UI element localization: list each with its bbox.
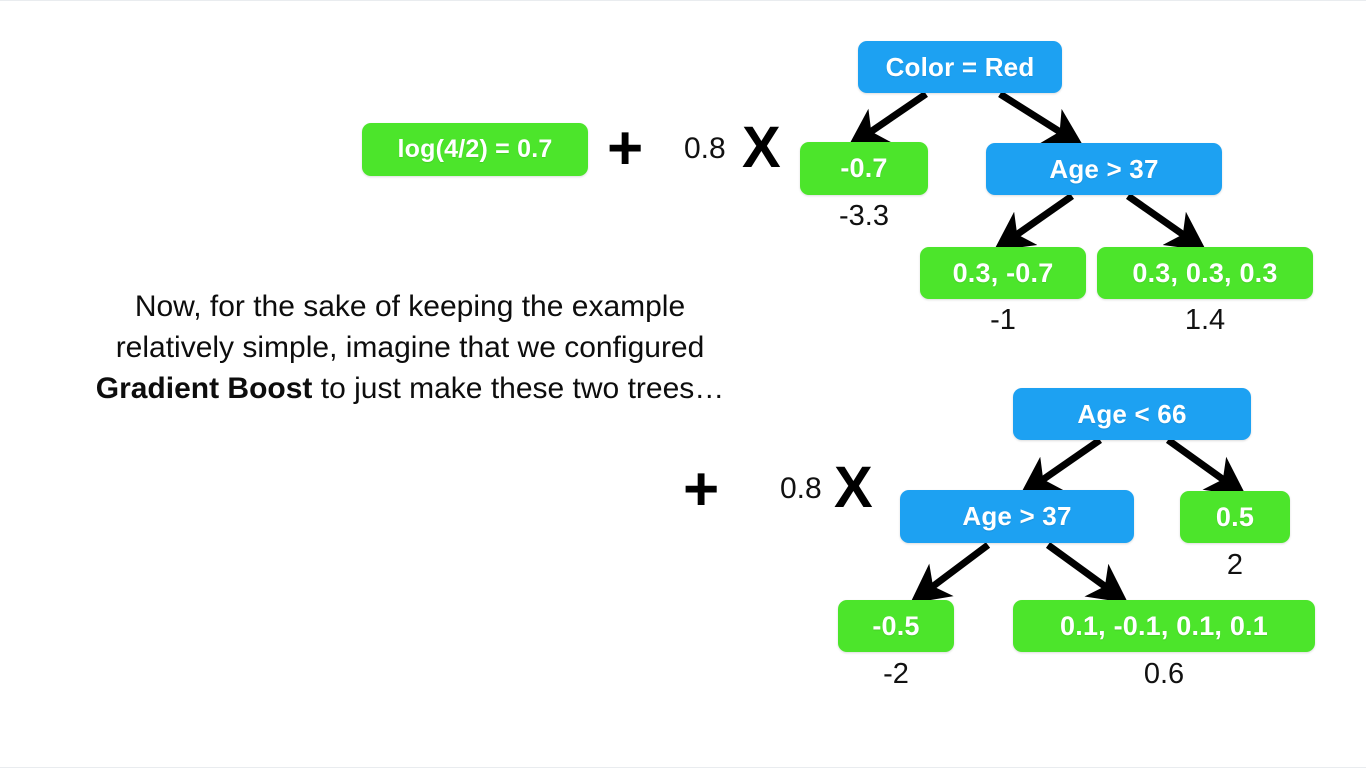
tree1-internal-label: Age > 37 bbox=[1049, 153, 1159, 184]
tree1-leaf-right: 0.3, 0.3, 0.3 bbox=[1097, 247, 1313, 299]
plus-operator-2: + bbox=[683, 455, 720, 524]
learning-rate-1: 0.8 bbox=[684, 132, 726, 165]
body-text-line-3-rest: to just make these two trees… bbox=[312, 372, 725, 405]
tree2-leaf-left: -0.5 bbox=[838, 600, 954, 652]
tree1-leaf-left: -0.7 bbox=[800, 142, 928, 195]
learning-rate-2: 0.8 bbox=[780, 472, 822, 505]
tree1-leaf-left-value: -3.3 bbox=[839, 200, 889, 232]
tree2-leaf-mid: 0.1, -0.1, 0.1, 0.1 bbox=[1013, 600, 1315, 652]
tree2-leaf-right: 0.5 bbox=[1180, 491, 1290, 543]
body-text-line-1: Now, for the sake of keeping the example bbox=[134, 290, 686, 323]
plus-operator-1: + bbox=[607, 114, 644, 183]
gradient-boost-emphasis: Gradient Boost bbox=[95, 372, 313, 405]
tree1-root-node: Color = Red bbox=[858, 41, 1062, 93]
tree1-leaf-right-label: 0.3, 0.3, 0.3 bbox=[1132, 257, 1278, 288]
tree2-internal-label: Age > 37 bbox=[962, 501, 1072, 531]
tree2-root-label: Age < 66 bbox=[1077, 398, 1187, 429]
tree1-leaf-mid: 0.3, -0.7 bbox=[920, 247, 1086, 299]
tree1-leaf-mid-label: 0.3, -0.7 bbox=[952, 257, 1054, 288]
tree2-leaf-left-label: -0.5 bbox=[872, 610, 920, 641]
tree2-leaf-right-value: 2 bbox=[1226, 549, 1244, 581]
tree1-internal-node: Age > 37 bbox=[986, 143, 1222, 195]
initial-prediction-label: log(4/2) = 0.7 bbox=[397, 135, 553, 163]
tree2-leaf-left-value: -2 bbox=[883, 658, 909, 690]
tree1-root-label: Color = Red bbox=[885, 51, 1035, 82]
body-text-line-2: relatively simple, imagine that we confi… bbox=[115, 331, 705, 364]
initial-prediction-node: log(4/2) = 0.7 bbox=[362, 123, 588, 176]
tree1-leaf-right-value: 1.4 bbox=[1184, 304, 1226, 336]
tree1-leaf-left-label: -0.7 bbox=[840, 153, 888, 183]
tree2-leaf-mid-value: 0.6 bbox=[1143, 658, 1185, 690]
tree2-leaf-right-label: 0.5 bbox=[1215, 501, 1255, 532]
tree2-root-node: Age < 66 bbox=[1013, 388, 1251, 440]
tree1-leaf-mid-value: -1 bbox=[990, 304, 1016, 336]
body-text-line-3: Gradient Boost to just make these two tr… bbox=[40, 368, 780, 409]
tree2-internal-node: Age > 37 bbox=[900, 490, 1134, 543]
body-text: Now, for the sake of keeping the example… bbox=[40, 286, 780, 409]
times-operator-2: X bbox=[834, 455, 873, 520]
times-operator-1: X bbox=[742, 115, 781, 180]
top-edge-divider bbox=[0, 0, 1366, 1]
tree2-leaf-mid-label: 0.1, -0.1, 0.1, 0.1 bbox=[1060, 610, 1268, 641]
